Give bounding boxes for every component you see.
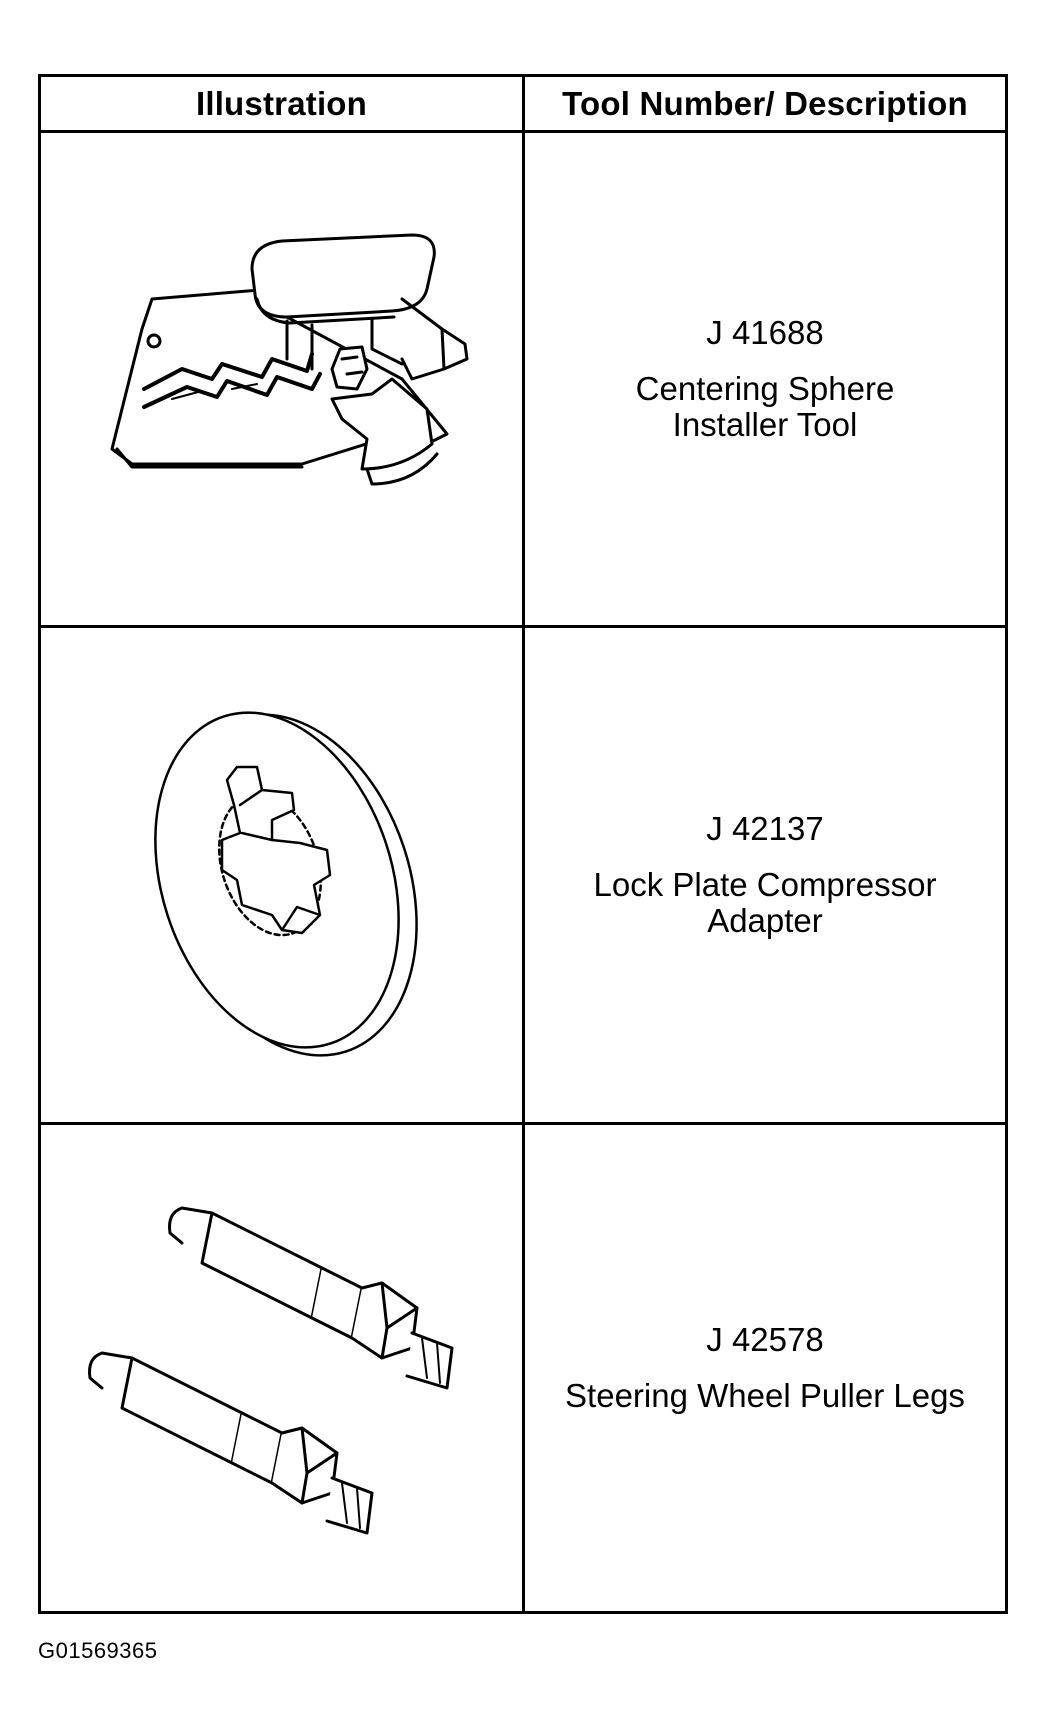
illustration-cell-row-1 xyxy=(41,133,525,628)
header-description: Tool Number/ Description xyxy=(525,77,1005,133)
description-cell-row-2: J 42137 Lock Plate Compressor Adapter xyxy=(525,628,1005,1125)
lock-plate-compressor-adapter-drawing xyxy=(153,711,418,1057)
tool-description: Centering Sphere Installer Tool xyxy=(635,370,895,443)
header-illustration: Illustration xyxy=(41,77,525,133)
special-tools-table: Illustration Tool Number/ Description xyxy=(38,74,1008,1614)
tool-number: J 41688 xyxy=(706,314,824,351)
puller-leg-upper xyxy=(167,1206,453,1390)
steering-wheel-puller-legs-drawing xyxy=(87,1206,453,1535)
illustration-cell-row-3 xyxy=(41,1125,525,1611)
tool-description: Steering Wheel Puller Legs xyxy=(565,1377,965,1414)
tool-number: J 42137 xyxy=(706,810,824,847)
figure-code: G01569365 xyxy=(38,1638,158,1663)
tool-description: Lock Plate Compressor Adapter xyxy=(593,866,937,939)
illustration-cell-row-2 xyxy=(41,628,525,1125)
description-cell-row-1: J 41688 Centering Sphere Installer Tool xyxy=(525,133,1005,628)
header-description-label: Tool Number/ Description xyxy=(562,84,968,122)
description-cell-row-3: J 42578 Steering Wheel Puller Legs xyxy=(525,1125,1005,1611)
puller-leg-lower xyxy=(87,1351,373,1535)
header-illustration-label: Illustration xyxy=(195,84,368,122)
tool-number: J 42578 xyxy=(706,1321,824,1358)
centering-sphere-installer-tool-drawing xyxy=(110,233,468,486)
